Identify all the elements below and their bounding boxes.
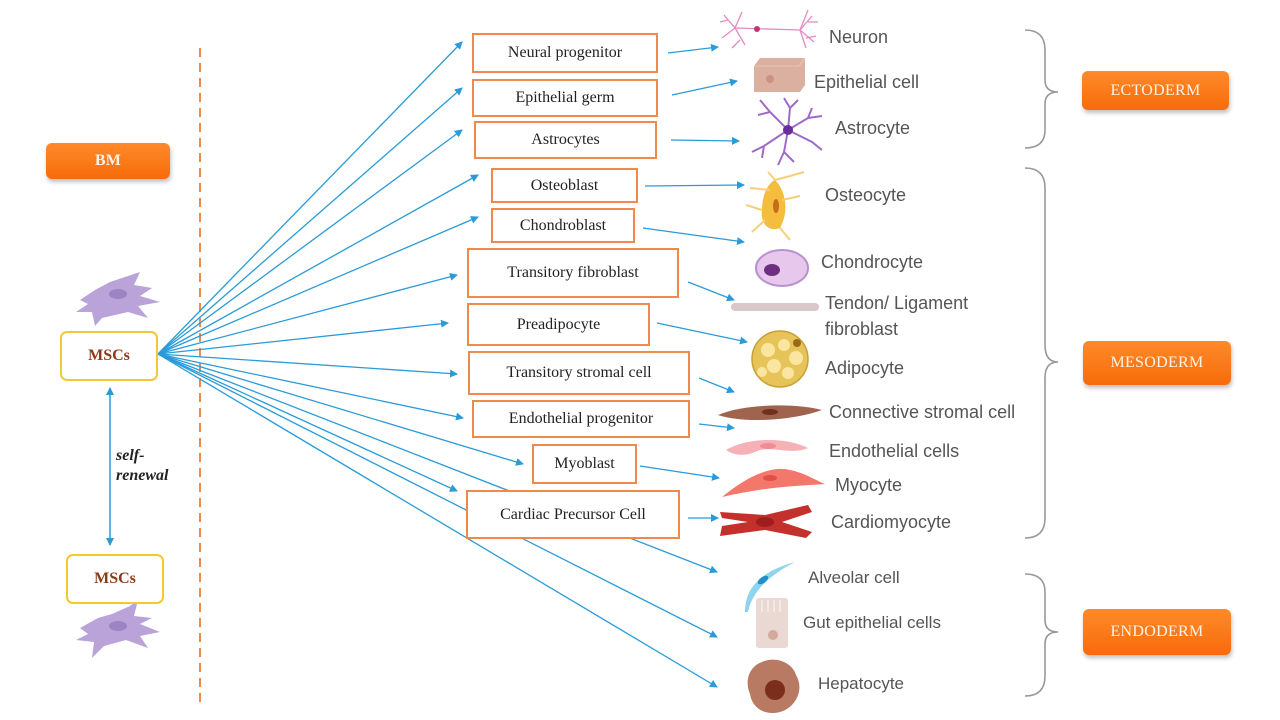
progenitor-transitory-fibroblast: Transitory fibroblast	[467, 248, 679, 298]
fan-arrow	[157, 353, 718, 688]
progenitor-label: Myoblast	[554, 455, 615, 472]
progenitor-label: Cardiac Precursor Cell	[500, 505, 646, 523]
differentiation-arrow	[698, 423, 735, 432]
cell-label-alveolar-cell: Alveolar cell	[808, 568, 900, 587]
germ-layer-label: ENDODERM	[1110, 623, 1204, 640]
germ-layer-endoderm: ENDODERM	[1083, 609, 1231, 655]
differentiation-arrow	[670, 136, 740, 145]
fan-arrow	[157, 353, 458, 492]
progenitor-myoblast: Myoblast	[532, 444, 637, 484]
differentiation-arrow	[698, 377, 735, 394]
bone-marrow-label: BM	[94, 152, 122, 169]
msc-box-bottom: MSCs	[66, 554, 164, 604]
osteocyte-icon	[745, 171, 805, 241]
self-renewal-line2: renewal	[116, 467, 169, 484]
fan-arrow	[157, 319, 449, 355]
endothelial-cell-icon	[726, 439, 808, 455]
fan-arrow	[157, 129, 463, 355]
differentiation-arrow	[671, 78, 738, 96]
cardiomyocyte-icon	[720, 505, 812, 538]
fan-arrow	[157, 353, 524, 466]
differentiation-arrow	[644, 181, 745, 190]
progenitor-label: Endothelial progenitor	[508, 410, 654, 427]
progenitor-endothelial-progenitor: Endothelial progenitor	[472, 400, 690, 438]
progenitor-osteoblast: Osteoblast	[491, 168, 638, 203]
progenitor-chondroblast: Chondroblast	[491, 208, 635, 243]
progenitor-preadipocyte: Preadipocyte	[467, 303, 650, 346]
chondrocyte-icon	[755, 249, 809, 287]
germ-layer-label: ECTODERM	[1110, 81, 1201, 99]
differentiation-arrow	[667, 43, 719, 54]
differentiation-arrow	[656, 322, 748, 345]
fan-arrow	[157, 87, 463, 355]
fan-arrow	[157, 353, 464, 421]
msc-cell-icon-bottom	[76, 600, 160, 658]
differentiation-arrow	[642, 227, 745, 246]
progenitor-label: Astrocytes	[531, 131, 600, 148]
msc-cell-icon-top	[76, 272, 160, 326]
mesoderm-brace	[1024, 167, 1059, 539]
cell-label-chondrocyte: Chondrocyte	[821, 252, 924, 272]
differentiation-arrow	[687, 281, 735, 302]
cell-label-osteocyte: Osteocyte	[825, 185, 907, 205]
progenitor-epithelial-germ: Epithelial germ	[472, 79, 658, 117]
adipocyte-icon	[751, 330, 809, 388]
progenitor-label: Chondroblast	[519, 216, 607, 234]
cell-label-connective-stromal-cell: Connective stromal cell	[829, 402, 1016, 422]
progenitor-label: Preadipocyte	[516, 315, 601, 333]
cell-label-fibroblast: fibroblast	[825, 319, 899, 339]
differentiation-arrow	[639, 465, 720, 481]
myocyte-icon	[722, 468, 825, 497]
progenitor-label: Neural progenitor	[507, 44, 623, 61]
self-renewal-line1: self-	[116, 447, 145, 464]
fan-arrow	[157, 353, 458, 378]
self-renewal-label: self- renewal	[116, 446, 168, 486]
hepatocyte-icon	[747, 659, 800, 714]
cell-label-tendon-ligament: Tendon/ Ligament	[825, 293, 969, 313]
cell-label-astrocyte: Astrocyte	[835, 118, 911, 138]
cell-label-gut-epithelial-cells: Gut epithelial cells	[803, 613, 941, 632]
progenitor-to-cell-arrows	[639, 43, 748, 522]
cell-label-epithelial-cell: Epithelial cell	[814, 72, 920, 92]
germ-layer-mesoderm: MESODERM	[1083, 341, 1231, 385]
endoderm-brace	[1024, 573, 1059, 697]
cell-label-hepatocyte: Hepatocyte	[818, 674, 904, 693]
epithelial-cell-icon	[754, 57, 806, 92]
alveolar-cell-icon	[745, 562, 795, 612]
astrocyte-icon	[751, 97, 823, 166]
cell-label-cardiomyocyte: Cardiomyocyte	[831, 512, 952, 532]
progenitor-astrocytes: Astrocytes	[474, 121, 657, 159]
msc-box-top: MSCs	[60, 331, 158, 381]
fibroblast-icon	[731, 303, 819, 311]
gut-epithelial-icon	[756, 598, 788, 648]
progenitor-cardiac-precursor-cell: Cardiac Precursor Cell	[466, 490, 680, 539]
msc-label-bottom: MSCs	[94, 570, 136, 587]
cell-label-myocyte: Myocyte	[835, 475, 903, 495]
msc-label-top: MSCs	[88, 347, 130, 364]
progenitor-label: Osteoblast	[530, 176, 599, 194]
cell-label-neuron: Neuron	[829, 27, 889, 47]
ectoderm-brace	[1024, 29, 1059, 149]
progenitor-transitory-stromal-cell: Transitory stromal cell	[468, 351, 690, 395]
fan-arrow	[157, 174, 479, 355]
fan-arrow	[157, 41, 463, 355]
cell-label-endothelial-cells: Endothelial cells	[829, 441, 960, 461]
stromal-cell-icon	[718, 405, 822, 421]
fan-arrow	[157, 272, 458, 355]
germ-layer-label: MESODERM	[1110, 354, 1204, 371]
neuron-icon	[719, 9, 818, 49]
progenitor-label: Transitory fibroblast	[507, 264, 639, 281]
cell-label-adipocyte: Adipocyte	[825, 358, 905, 378]
progenitor-label: Epithelial germ	[515, 89, 615, 106]
progenitor-label: Transitory stromal cell	[506, 364, 652, 381]
fan-arrow	[157, 216, 479, 355]
fan-arrow	[157, 353, 718, 638]
germ-layer-ectoderm: ECTODERM	[1082, 71, 1229, 110]
germ-layer-braces	[1024, 29, 1059, 697]
bone-marrow-badge: BM	[46, 143, 170, 179]
progenitor-neural-progenitor: Neural progenitor	[472, 33, 658, 73]
